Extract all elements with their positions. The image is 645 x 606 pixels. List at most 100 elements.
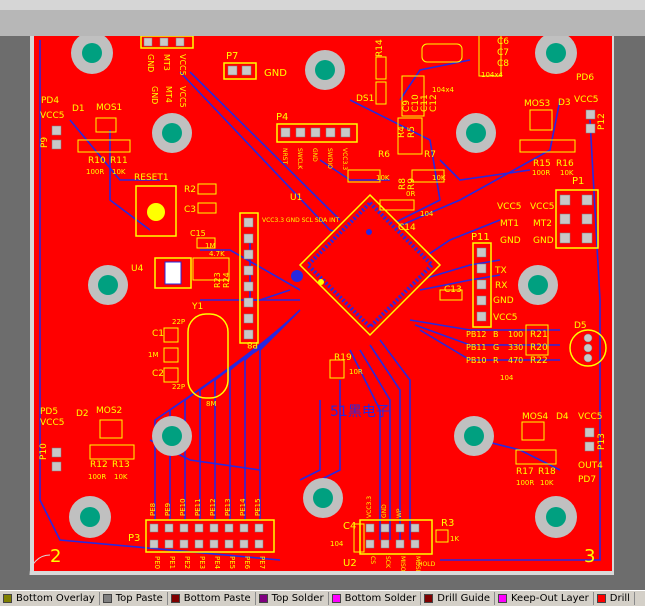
- silk-47k: 4.7K: [209, 250, 225, 258]
- p4-pin-label: GND: [311, 148, 318, 162]
- silk-vcc5a: VCC5: [40, 111, 64, 121]
- ref-p12: P12: [597, 113, 607, 130]
- corner-arc: [29, 554, 51, 576]
- silk-vcc5f: VCC5: [40, 418, 64, 428]
- layer-tab-drill-guide[interactable]: Drill Guide: [421, 592, 495, 605]
- layer-tab-bottom-paste[interactable]: Bottom Paste: [168, 592, 256, 605]
- silk-100rb: 100R: [532, 169, 550, 177]
- ref-c3: C3: [184, 205, 196, 215]
- silk-100v: 100: [508, 330, 523, 339]
- u2-pin-label: SCK: [384, 556, 391, 569]
- silk-104e: 104: [330, 540, 344, 548]
- header-p7[interactable]: [223, 62, 257, 80]
- ref-r8: R8: [398, 178, 408, 190]
- silk-vcc5d: VCC5: [530, 202, 554, 212]
- ref-mos4: MOS4: [522, 412, 549, 422]
- layer-tab-label: Keep-Out Layer: [511, 593, 589, 604]
- p3-pin-label: PE15: [254, 498, 262, 516]
- silk-mt2: MT2: [533, 219, 552, 229]
- p5-pin-label: GND: [146, 54, 155, 72]
- ref-p13: P13: [597, 433, 607, 450]
- ref-c8: C8: [497, 59, 509, 69]
- p5-pin-label: GND: [150, 86, 159, 104]
- u2-pin-label: CS: [369, 556, 376, 564]
- header-p1[interactable]: [555, 189, 599, 249]
- ref-r14: R14: [375, 39, 385, 57]
- silk-vcc5e: VCC5: [493, 313, 517, 323]
- ref-r19: R19: [334, 353, 352, 363]
- silk-10ke: 10K: [114, 473, 128, 481]
- ref-mos3: MOS3: [524, 99, 550, 109]
- reset-button[interactable]: [135, 185, 177, 237]
- quadrant-label: 2: [50, 546, 61, 567]
- ref-p7: P7: [226, 51, 238, 62]
- chip-u4[interactable]: [154, 257, 192, 289]
- layer-tab-top-solder[interactable]: Top Solder: [256, 592, 329, 605]
- mounting-hole: [69, 496, 111, 538]
- ref-c6: C6: [497, 37, 509, 47]
- silk-rx: RX: [495, 281, 507, 291]
- silk-470v: 470: [508, 356, 523, 365]
- mounting-hole: [535, 496, 577, 538]
- mounting-holes: [69, 36, 577, 538]
- layer-tab-drill[interactable]: Drill: [594, 592, 635, 605]
- ref-r22: R22: [530, 356, 548, 366]
- u2-pin-label: MISO: [399, 556, 406, 572]
- mounting-hole: [456, 113, 496, 153]
- ref-p10: P10: [39, 443, 49, 460]
- p3-pin-label: PE9: [164, 503, 172, 516]
- ref-y1: Y1: [191, 302, 203, 312]
- p3-pin-label: PE10: [179, 498, 187, 516]
- silk-22pa: 22P: [172, 318, 185, 326]
- p7-gnd-label: GND: [264, 68, 287, 79]
- p5-pin-label: VCC5: [178, 54, 187, 76]
- ref-pd6: PD6: [576, 73, 594, 83]
- silk-10ka: 10K: [112, 168, 126, 176]
- layer-tab-bottom-solder[interactable]: Bottom Solder: [329, 592, 422, 605]
- mounting-hole: [71, 36, 113, 74]
- layer-color-swatch: [596, 594, 606, 603]
- ref-p8: P8: [247, 339, 258, 349]
- silk-gndb: GND: [533, 236, 554, 246]
- layer-color-swatch: [3, 594, 12, 603]
- silk-104c: 104: [420, 210, 434, 218]
- header-p5[interactable]: [140, 36, 194, 49]
- ref-d3: D3: [558, 98, 571, 108]
- chip-u2[interactable]: [359, 519, 433, 555]
- ref-r9: R9: [407, 178, 417, 190]
- ref-out4: OUT4: [578, 461, 603, 471]
- silkscreen-labels: P7 GND R14 DS1 C6 C7 C8 104x4 C9 C10 C11…: [39, 37, 607, 569]
- header-p4[interactable]: [276, 123, 358, 143]
- pcb-board-canvas[interactable]: P7 GND R14 DS1 C6 C7 C8 104x4 C9 C10 C11…: [0, 36, 645, 577]
- layer-tab-keep-out-layer[interactable]: Keep-Out Layer: [495, 592, 594, 605]
- silk-10r: 10R: [349, 368, 363, 376]
- ref-c14: C14: [398, 223, 416, 233]
- crystal-y1[interactable]: [187, 313, 229, 399]
- p5-pin-label: MT4: [164, 86, 173, 103]
- p3-pin-label: PE12: [209, 498, 217, 516]
- silk-b: B: [493, 330, 499, 339]
- silk-gndc: GND: [493, 296, 514, 306]
- header-p8[interactable]: [239, 212, 259, 344]
- silk-1m: 1M: [205, 242, 216, 250]
- header-p11[interactable]: [472, 242, 492, 328]
- mounting-hole: [152, 113, 192, 153]
- p4-pin-label: VCC3.3: [341, 148, 348, 170]
- ref-r17: R17: [516, 467, 534, 477]
- header-p3[interactable]: [145, 519, 275, 553]
- led-d5[interactable]: [569, 329, 607, 367]
- small-parts: [77, 36, 576, 553]
- layer-tab-bottom-overlay[interactable]: Bottom Overlay: [0, 592, 100, 605]
- layer-tab-top-paste[interactable]: Top Paste: [100, 592, 168, 605]
- silk-100rd: 100R: [516, 479, 534, 487]
- pcb-workspace[interactable]: P7 GND R14 DS1 C6 C7 C8 104x4 C9 C10 C11…: [0, 36, 645, 577]
- layer-color-swatch: [424, 594, 434, 603]
- silk-gnda: GND: [500, 236, 521, 246]
- silk-330v: 330: [508, 343, 523, 352]
- silk-vcc5b: VCC5: [574, 95, 598, 105]
- ref-c2: C2: [152, 369, 164, 379]
- mounting-hole: [518, 265, 558, 305]
- u2-pin-label: WP: [396, 508, 403, 518]
- mcu-u1[interactable]: [291, 193, 442, 337]
